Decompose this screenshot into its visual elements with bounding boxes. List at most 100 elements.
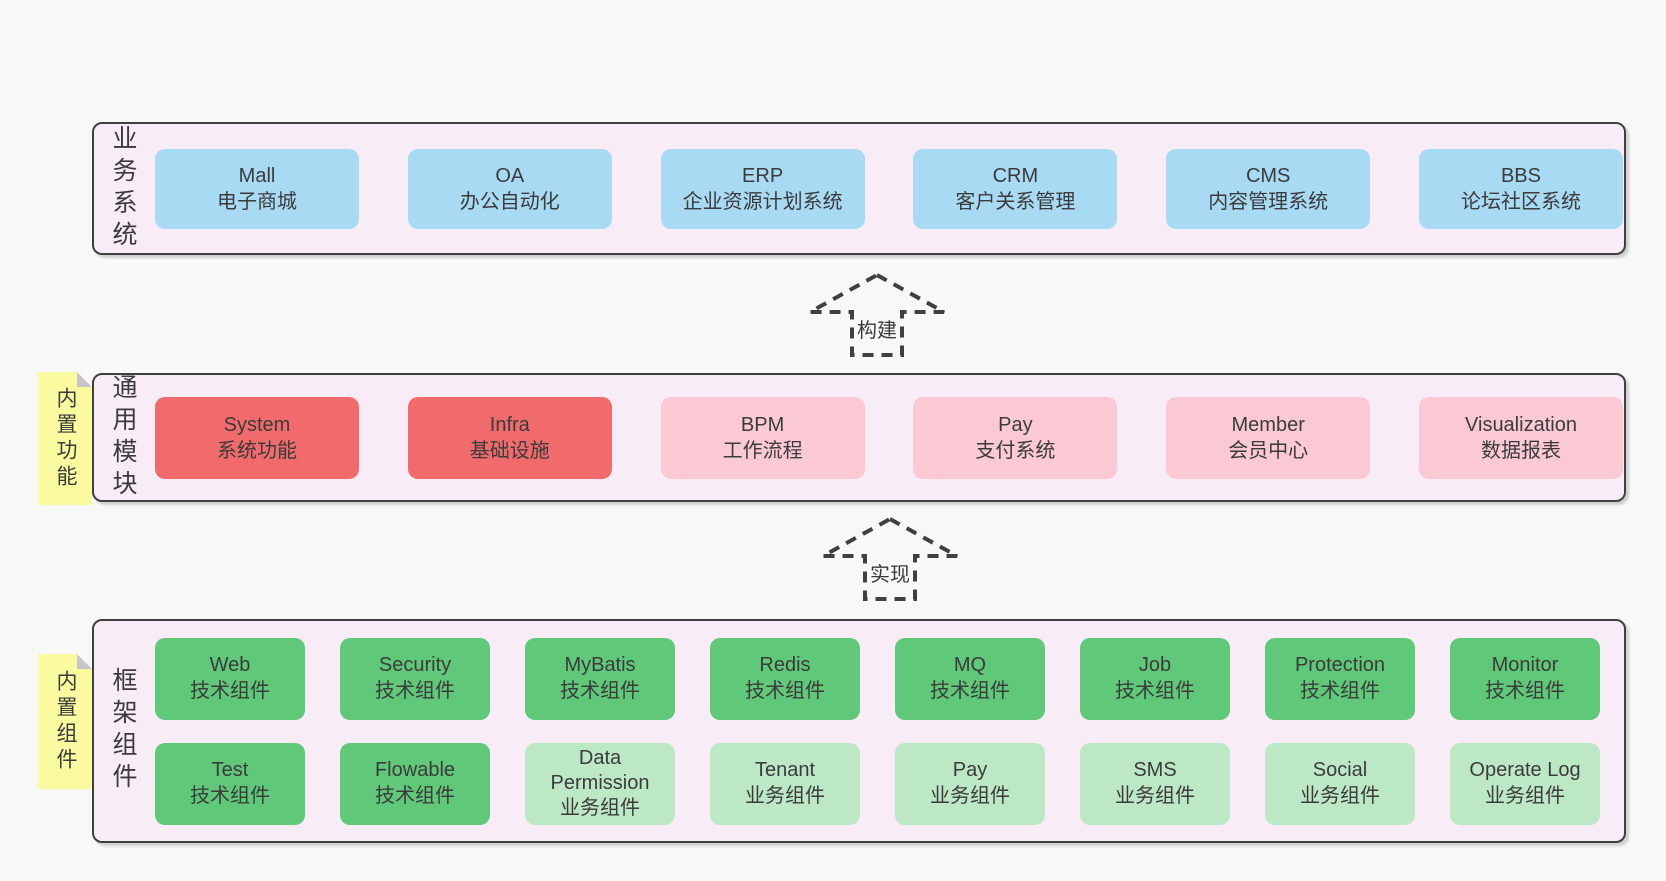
box-data-permission: Data Permission 业务组件	[525, 742, 675, 825]
box-crm: CRM 客户关系管理	[913, 148, 1118, 229]
box-title: System	[223, 413, 291, 436]
box-title: Pay	[952, 759, 988, 782]
box-title: Job	[1138, 654, 1172, 677]
box-title: Web	[209, 654, 251, 677]
box-title: Pay	[998, 413, 1033, 436]
box-subtitle: 技术组件	[190, 784, 270, 807]
box-member: Member 会员中心	[1166, 396, 1371, 479]
component-row: Mall 电子商城 OA 办公自动化 ERP 企业资源计划系统 CRM 客户关系管理 CMS 内容…	[155, 148, 1623, 229]
box-subtitle: 技术组件	[560, 679, 640, 702]
box-title: Data Permission	[550, 746, 650, 794]
box-subtitle: 业务组件	[745, 784, 825, 807]
box-system: System 系统功能	[155, 396, 359, 479]
implement-arrow: 实现	[820, 516, 960, 602]
box-title: Protection	[1294, 654, 1386, 677]
box-subtitle: 业务组件	[560, 797, 640, 820]
box-subtitle: 业务组件	[1115, 784, 1195, 807]
band-business-systems: 业务系统 Mall 电子商城 OA 办公自动化 ERP 企业资源计划系统 CRM 客户关系管理…	[92, 122, 1626, 255]
component-row: System 系统功能 Infra 基础设施 BPM 工作流程 Pay 支付系统 Member 会…	[155, 396, 1623, 479]
sticky-fold-icon	[77, 654, 92, 669]
box-title: CRM	[992, 164, 1039, 187]
box-title: MyBatis	[564, 654, 636, 677]
box-title: BPM	[740, 413, 785, 436]
box-subtitle: 会员中心	[1228, 439, 1309, 462]
band-label-common-modules: 通用模块	[109, 373, 137, 502]
box-subtitle: 业务组件	[1485, 784, 1565, 807]
box-title: Member	[1231, 413, 1305, 436]
box-title: Monitor	[1491, 654, 1559, 677]
box-subtitle: 业务组件	[1300, 784, 1380, 807]
sticky-note-builtin-components: 内置组件	[38, 654, 92, 789]
box-title: Redis	[759, 654, 811, 677]
box-title: Visualization	[1465, 413, 1577, 436]
box-title: OA	[495, 164, 525, 187]
box-subtitle: 客户关系管理	[955, 190, 1076, 213]
box-title: Mall	[238, 164, 276, 187]
box-subtitle: 支付系统	[975, 439, 1056, 462]
box-subtitle: 技术组件	[1485, 679, 1565, 702]
box-subtitle: 技术组件	[1300, 679, 1380, 702]
box-infra: Infra 基础设施	[407, 396, 612, 479]
box-erp: ERP 企业资源计划系统	[660, 148, 865, 229]
box-title: Tenant	[754, 759, 816, 782]
box-subtitle: 技术组件	[745, 679, 825, 702]
box-title: Test	[211, 759, 249, 782]
box-subtitle: 工作流程	[722, 439, 803, 462]
box-title: Social	[1312, 759, 1368, 782]
box-pay: Pay 支付系统	[913, 396, 1118, 479]
sticky-note-builtin-features: 内置功能	[38, 372, 92, 505]
box-title: ERP	[742, 164, 784, 187]
build-arrow: 构建	[807, 272, 947, 358]
box-subtitle: 技术组件	[375, 784, 455, 807]
build-arrow-label: 构建	[854, 314, 900, 343]
box-title: CMS	[1245, 164, 1291, 187]
band-common-modules: 通用模块 System 系统功能 Infra 基础设施 BPM 工作流程 Pay 支付系统 Me…	[92, 373, 1626, 502]
box-title: Infra	[489, 413, 530, 436]
box-cms: CMS 内容管理系统	[1166, 148, 1371, 229]
band-label-framework-components: 框架组件	[109, 667, 137, 795]
box-title: MQ	[953, 654, 987, 677]
implement-arrow-label: 实现	[867, 558, 913, 587]
box-subtitle: 技术组件	[190, 679, 270, 702]
box-subtitle: 数据报表	[1480, 439, 1561, 462]
box-bpm: BPM 工作流程	[660, 396, 865, 479]
box-title: Flowable	[374, 759, 456, 782]
box-subtitle: 电子商城	[217, 190, 297, 213]
box-subtitle: 内容管理系统	[1208, 190, 1329, 213]
box-subtitle: 办公自动化	[459, 190, 560, 213]
sticky-note-label: 内置组件	[54, 669, 77, 774]
box-subtitle: 基础设施	[469, 439, 550, 462]
box-subtitle: 系统功能	[217, 439, 297, 462]
band-label-business-systems: 业务系统	[109, 124, 137, 253]
box-title: SMS	[1133, 759, 1177, 782]
box-title: Security	[378, 654, 452, 677]
box-visualization: Visualization 数据报表	[1418, 396, 1623, 479]
box-mall: Mall 电子商城	[155, 148, 359, 229]
box-subtitle: 技术组件	[1115, 679, 1195, 702]
box-subtitle: 企业资源计划系统	[682, 190, 843, 213]
box-subtitle: 技术组件	[930, 679, 1010, 702]
sticky-fold-icon	[77, 372, 92, 387]
box-title: Operate Log	[1469, 759, 1581, 782]
box-subtitle: 论坛社区系统	[1460, 190, 1581, 213]
box-subtitle: 业务组件	[930, 784, 1010, 807]
